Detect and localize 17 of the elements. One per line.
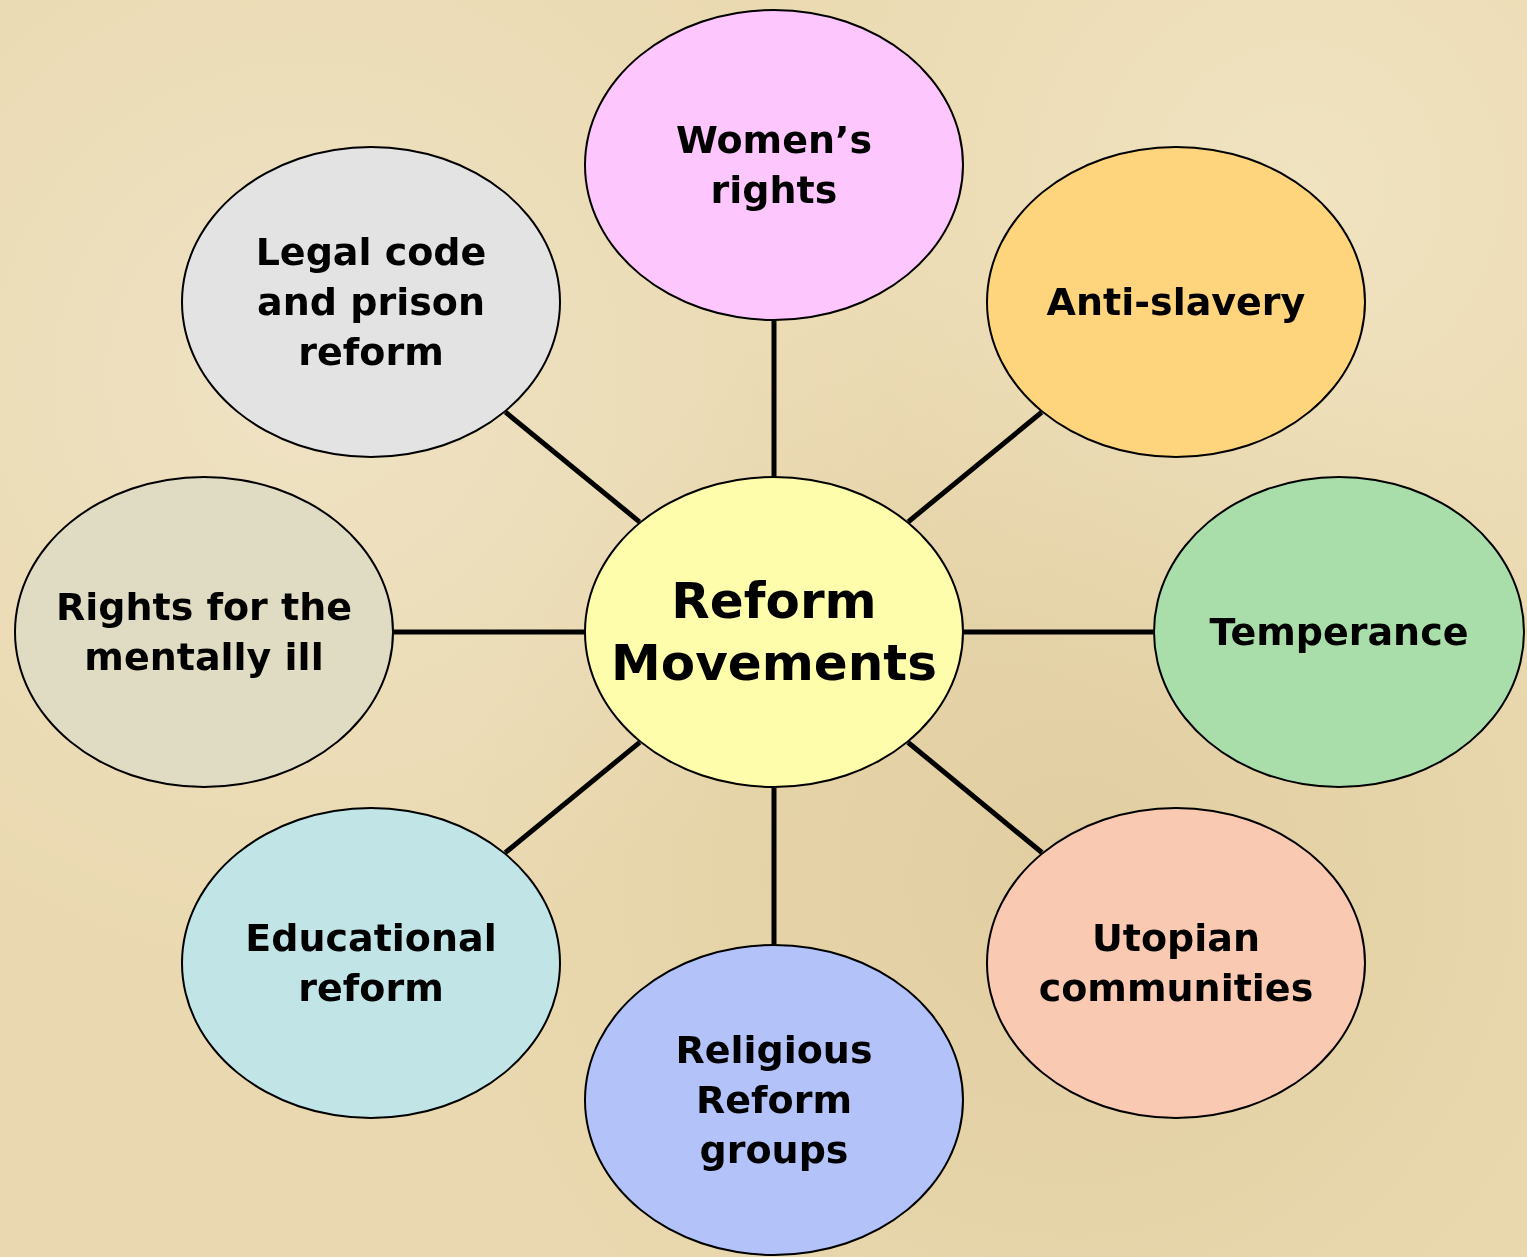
topic-label: Utopian communities <box>1037 915 1315 1012</box>
topic-label: Religious Reform groups <box>674 1027 874 1174</box>
connector-line <box>394 629 584 635</box>
connector-line <box>503 410 642 524</box>
topic-label: Educational reform <box>244 915 498 1012</box>
connector-line <box>906 410 1044 524</box>
topic-label: Anti-slavery <box>1045 279 1307 326</box>
topic-label: Women’s rights <box>674 117 874 214</box>
connector-line <box>771 321 777 476</box>
connector-line <box>964 629 1153 635</box>
connector-line <box>503 740 642 855</box>
topic-label: Legal code and prison reform <box>254 229 488 376</box>
central-topic-label: Reform Movements <box>610 571 938 694</box>
connector-line <box>771 788 777 944</box>
connector-line <box>906 740 1044 855</box>
topic-label: Rights for the mentally ill <box>54 584 354 681</box>
topic-label: Temperance <box>1208 609 1470 656</box>
